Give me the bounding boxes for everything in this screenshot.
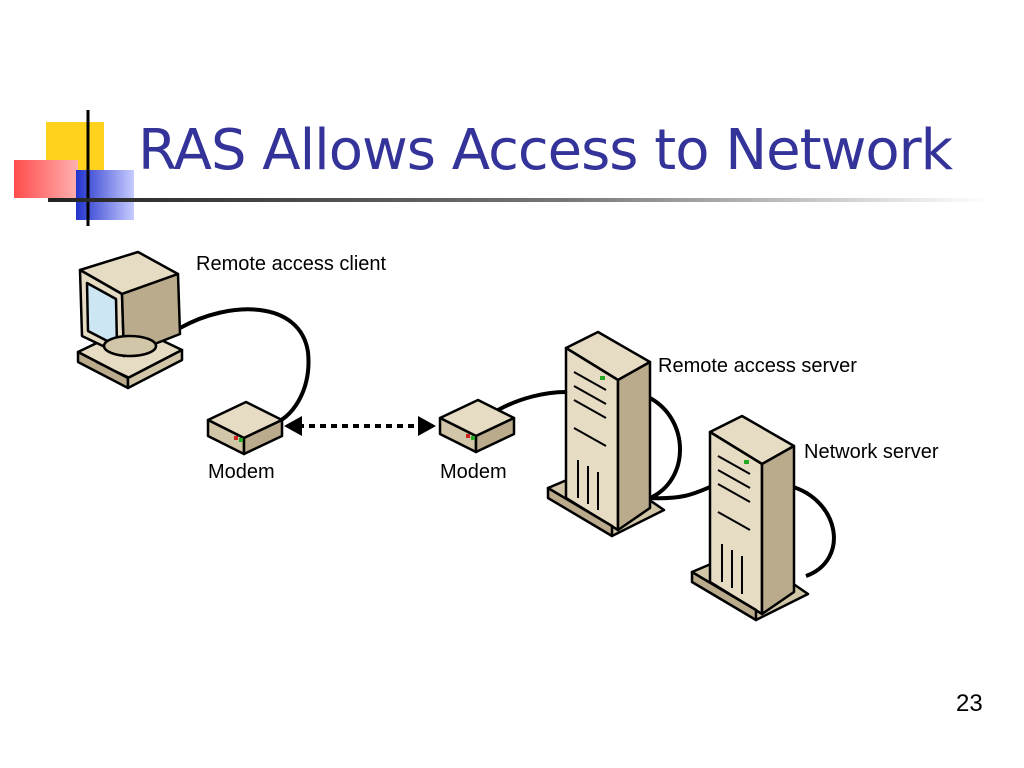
deco-blue-square — [76, 170, 134, 220]
computer-icon — [76, 250, 184, 390]
cable-modem-ras — [497, 390, 567, 412]
slide-title: RAS Allows Access to Network — [138, 118, 953, 183]
client-label: Remote access client — [196, 253, 387, 275]
title-rule — [48, 198, 988, 202]
modem-icon — [206, 400, 284, 456]
cable-network-loop — [789, 484, 836, 578]
ras-server-label: Remote access server — [658, 355, 857, 377]
cable-ras-network — [649, 396, 719, 501]
modem-left-label: Modem — [208, 461, 275, 483]
link-arrow-right — [418, 416, 436, 436]
modem-icon — [438, 398, 516, 454]
deco-red-square — [14, 160, 78, 198]
modem-right-label: Modem — [440, 461, 507, 483]
link-arrow-left — [284, 416, 302, 436]
server-tower-icon — [690, 414, 810, 622]
page-number: 23 — [956, 690, 983, 717]
server-tower-icon — [546, 330, 666, 538]
network-server-label: Network server — [804, 441, 939, 463]
cable-client-modem — [179, 307, 311, 426]
